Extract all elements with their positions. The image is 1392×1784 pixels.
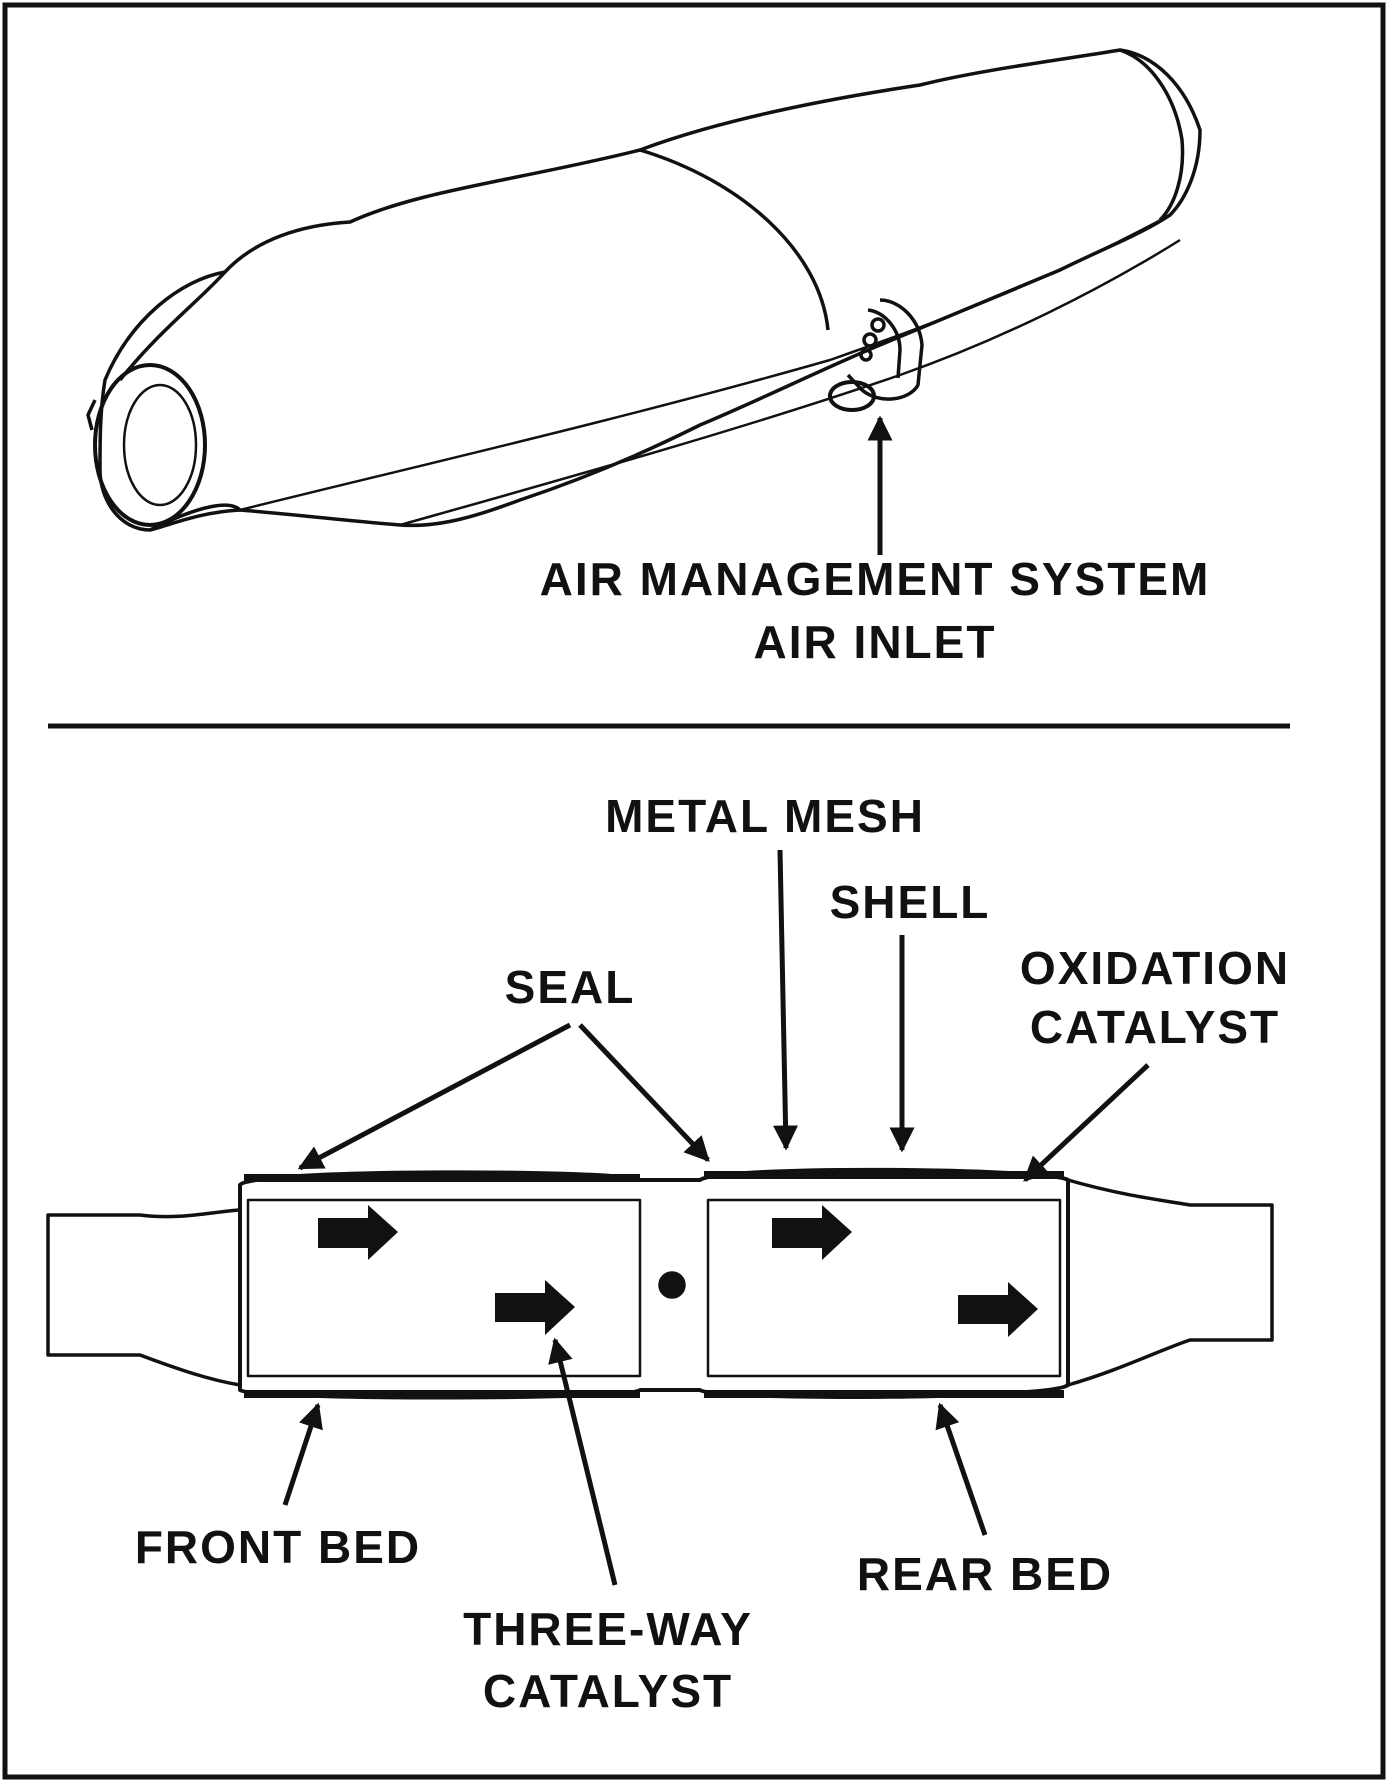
front-inlet-opening xyxy=(93,363,207,527)
converter-body-outline xyxy=(98,48,1202,532)
flow-arrow-icon xyxy=(495,1280,575,1335)
oxidation-catalyst-label-line1: OXIDATION xyxy=(1020,942,1290,994)
dome-seam xyxy=(639,148,830,331)
front-inlet-inner xyxy=(122,383,198,507)
flow-arrow-icon xyxy=(772,1205,852,1260)
air-inlet-label-line2: AIR INLET xyxy=(754,616,997,668)
rear-bed-label: REAR BED xyxy=(857,1548,1113,1600)
air-inlet-pipe xyxy=(828,298,924,412)
flow-arrow-icon xyxy=(318,1205,398,1260)
inlet-pipe xyxy=(46,1208,242,1387)
front-cone-edge xyxy=(118,270,227,382)
outlet-pipe xyxy=(1067,1178,1274,1387)
oxidation-catalyst-label-line2: CATALYST xyxy=(1030,1001,1280,1053)
three-way-catalyst-pointer xyxy=(548,1337,618,1586)
oxidation-catalyst-pointer xyxy=(1023,1063,1150,1182)
rear-end-edge xyxy=(1119,48,1185,222)
callout-pointers xyxy=(282,849,1150,1586)
air-inlet-label-line1: AIR MANAGEMENT SYSTEM xyxy=(540,553,1211,605)
three-way-catalyst-label-line2: CATALYST xyxy=(483,1665,733,1717)
front-bed-pointer xyxy=(282,1402,323,1506)
rear-bed-pointer xyxy=(935,1402,988,1536)
converter-cutaway xyxy=(46,1167,1274,1400)
shell-label: SHELL xyxy=(830,876,991,928)
rear-bed xyxy=(706,1198,1062,1378)
flow-arrows xyxy=(318,1205,1038,1337)
side-seam xyxy=(239,213,1171,512)
seal-label: SEAL xyxy=(505,961,636,1013)
front-bed xyxy=(246,1198,642,1378)
metal-mesh-pointer xyxy=(773,849,799,1151)
lower-flange xyxy=(399,238,1181,527)
front-bed-label: FRONT BED xyxy=(135,1521,421,1573)
three-way-catalyst-label-line1: THREE-WAY xyxy=(463,1603,753,1655)
front-flare xyxy=(86,399,97,431)
seal-pointer-rear xyxy=(578,1023,710,1162)
shell-outline xyxy=(238,1167,1070,1400)
flow-arrow-icon xyxy=(958,1282,1038,1337)
metal-mesh-label: METAL MESH xyxy=(605,790,925,842)
air-port xyxy=(658,1271,686,1299)
converter-external-view xyxy=(86,48,1202,532)
seal-pointer-front xyxy=(297,1022,572,1171)
